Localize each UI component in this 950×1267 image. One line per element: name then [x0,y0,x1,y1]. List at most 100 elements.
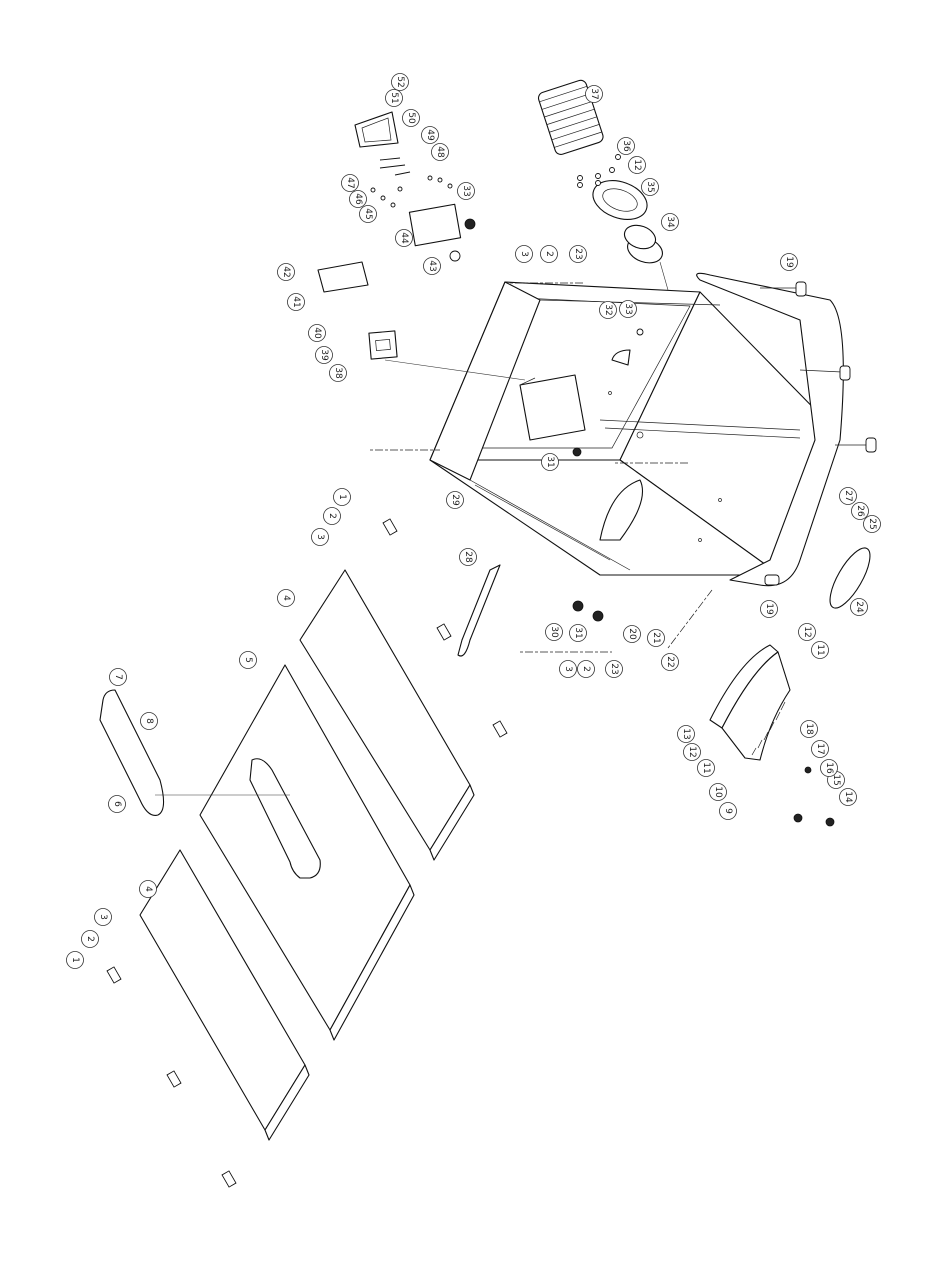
callout-number: 35 [645,181,655,192]
callout-c-12a: 12 [629,157,646,174]
callout-c-3b: 3 [312,529,329,546]
callout-number: 28 [463,551,473,563]
callout-number: 27 [843,490,853,501]
foot-top [796,282,806,296]
callout-c-3a: 3 [516,246,533,263]
callout-c-12c: 12 [684,744,701,761]
callout-number: 1 [70,957,80,963]
knob-31-upper [573,448,581,456]
callout-number: 9 [723,808,733,814]
callout-c-18: 18 [801,721,818,738]
callout-c-19b: 19 [761,601,778,618]
callout-number: 2 [85,936,95,942]
callout-c-2c: 2 [578,661,595,678]
callout-number: 33 [461,185,471,196]
callout-number: 31 [573,627,583,638]
knob-31 [593,611,603,621]
callout-c-28: 28 [460,549,477,566]
callout-number: 1 [337,494,347,500]
callout-c-44: 44 [396,230,413,247]
callout-c-1a: 1 [334,489,351,506]
callout-number: 6 [112,801,122,807]
callout-number: 36 [621,140,631,152]
callout-c-2a: 2 [541,246,558,263]
callout-c-42: 42 [278,264,295,281]
switch-bracket [369,331,397,359]
callout-c-48: 48 [432,144,449,161]
callout-number: 7 [113,674,123,680]
callout-number: 5 [243,657,253,663]
callout-number: 46 [353,193,363,205]
callout-c-43: 43 [424,258,441,275]
callout-number: 51 [389,92,399,103]
callout-number: 11 [815,644,825,655]
callout-c-23b: 23 [606,661,623,678]
callout-c-47: 47 [342,175,359,192]
lock-knob-c [805,767,811,773]
callout-number: 48 [435,146,445,158]
callout-c-5: 5 [240,652,257,669]
callout-c-24: 24 [851,599,868,616]
callout-number: 22 [665,656,675,667]
callout-number: 2 [544,251,554,257]
callout-c-38: 38 [330,365,347,382]
callout-number: 30 [549,626,559,638]
foot-front-right [866,438,876,452]
callout-c-25: 25 [864,516,881,533]
callout-c-50: 50 [403,110,420,127]
callout-number: 23 [609,663,619,674]
callout-c-33b: 33 [620,301,637,318]
callout-c-13: 13 [678,726,695,743]
dust-adapter [621,221,666,267]
callout-number: 25 [867,518,877,529]
callout-c-49: 49 [422,127,439,144]
callout-number: 19 [784,256,794,268]
callout-number: 3 [98,914,108,920]
handwheel [823,543,878,614]
callout-number: 33 [623,303,633,314]
callout-number: 8 [144,718,154,724]
callout-c-27: 27 [840,488,857,505]
callout-c-46: 46 [350,191,367,208]
callout-c-2b: 2 [324,508,341,525]
callout-number: 21 [651,632,661,643]
callout-c-3d: 3 [95,909,112,926]
callout-c-34: 34 [662,214,679,231]
callout-number: 44 [399,232,409,244]
callout-c-4b: 4 [140,881,157,898]
callout-number: 2 [581,666,591,672]
callout-number: 20 [627,628,637,640]
callout-c-4a: 4 [278,590,295,607]
callout-c-3c: 3 [560,661,577,678]
callout-c-17: 17 [812,741,829,758]
callout-c-21: 21 [648,630,665,647]
callout-c-9: 9 [720,803,737,820]
lock-knob-a [794,814,802,822]
cabinet-body [430,273,843,585]
callout-number: 17 [815,743,825,754]
callout-c-2d: 2 [82,931,99,948]
callout-number: 10 [713,786,723,798]
lock-knob-b [826,818,834,826]
callout-number: 34 [665,216,675,228]
callout-c-22: 22 [662,654,679,671]
strain-relief [465,219,475,229]
callout-number: 2 [327,513,337,519]
callout-number: 39 [319,349,329,361]
callout-number: 24 [854,601,864,613]
callout-c-11a: 11 [812,642,829,659]
callout-number: 4 [143,886,153,892]
callout-number: 49 [425,129,435,141]
callout-c-37: 37 [586,86,603,103]
callout-c-26: 26 [852,503,869,520]
callout-c-51: 51 [386,90,403,107]
callout-c-52: 52 [392,74,409,91]
callout-c-31b: 31 [570,625,587,642]
callout-c-29: 29 [447,492,464,509]
callout-c-31a: 31 [542,454,559,471]
callout-c-23a: 23 [570,246,587,263]
callout-number: 16 [824,762,834,774]
cover-plate [318,262,368,292]
callout-c-40: 40 [309,325,326,342]
callout-c-30: 30 [546,624,563,641]
